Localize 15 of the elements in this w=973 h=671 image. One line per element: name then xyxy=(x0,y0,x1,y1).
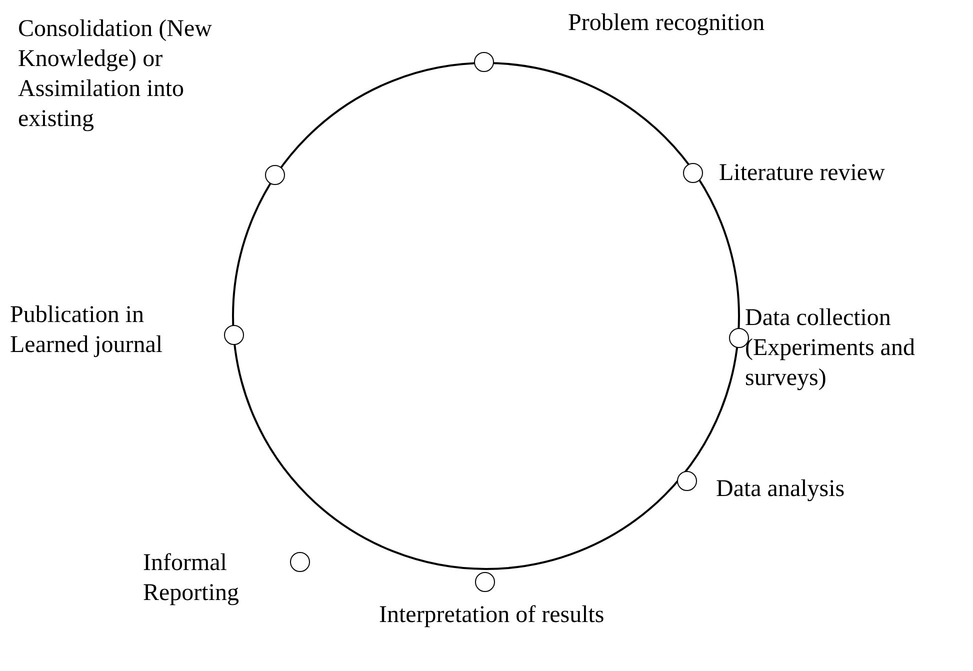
stage-marker xyxy=(474,52,494,72)
stage-label: Data analysis xyxy=(716,475,846,504)
stage-label: Informal Reporting xyxy=(143,549,240,608)
stage-label: Literature review xyxy=(719,159,886,188)
stage-marker xyxy=(290,552,310,572)
stage-marker xyxy=(677,471,697,491)
stage-marker xyxy=(224,325,244,345)
stage-label: Problem recognition xyxy=(568,9,766,38)
stage-label: Publication in Learned journal xyxy=(10,301,164,360)
stage-marker xyxy=(683,163,703,183)
stage-marker xyxy=(475,572,495,592)
stage-marker xyxy=(265,165,285,185)
stage-label: Consolidation (New Knowledge) or Assimilation into existing xyxy=(18,15,213,134)
stage-label: Data collection (Experiments and surveys) xyxy=(745,304,916,393)
stage-label: Interpretation of results xyxy=(379,601,606,630)
